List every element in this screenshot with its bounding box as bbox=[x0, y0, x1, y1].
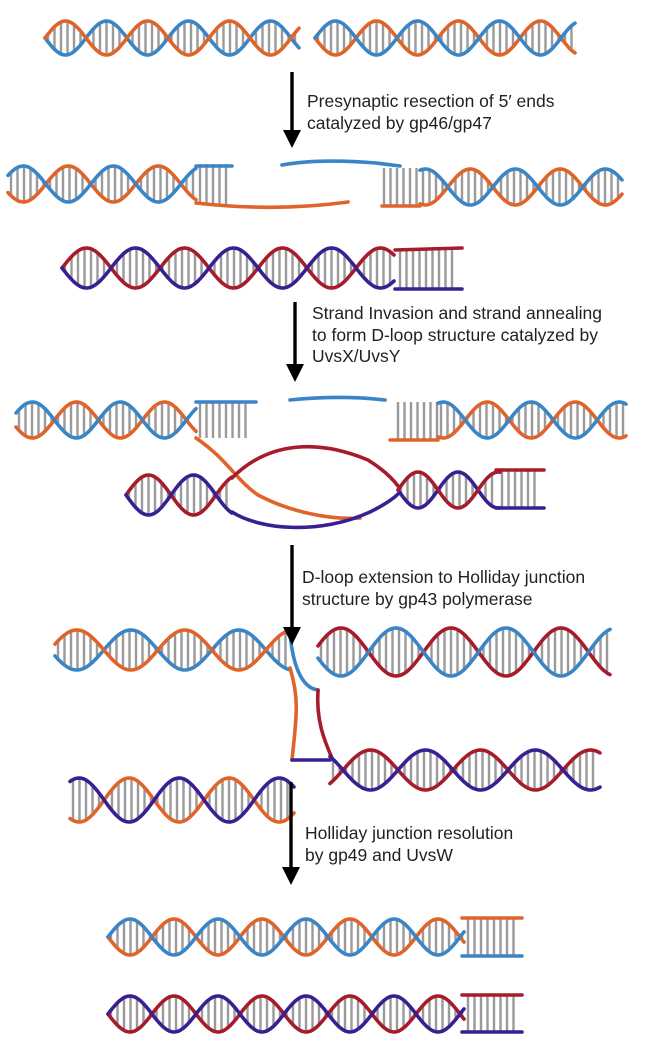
dna-strand bbox=[68, 776, 296, 824]
dna-strand bbox=[106, 994, 466, 1034]
step-label-resection: Presynaptic resection of 5′ ends catalyz… bbox=[307, 91, 554, 134]
step-label-holliday-resolution: Holliday junction resolution by gp49 and… bbox=[305, 823, 513, 866]
dna-strand bbox=[436, 400, 628, 440]
dna-strand bbox=[396, 470, 502, 510]
dna-strand bbox=[328, 748, 602, 792]
dna-strand bbox=[315, 688, 334, 760]
step-label-line: Holliday junction resolution bbox=[305, 823, 514, 843]
down-arrow-head bbox=[282, 867, 300, 885]
dna-strand bbox=[6, 164, 198, 204]
dna-strand bbox=[316, 626, 612, 678]
dna-strand bbox=[124, 473, 234, 517]
dna-strand bbox=[230, 492, 400, 530]
dna-strand bbox=[396, 470, 502, 510]
dna-strand bbox=[43, 19, 301, 57]
dna-strand bbox=[328, 748, 602, 792]
dna-strand bbox=[68, 776, 296, 824]
dna-strand bbox=[316, 626, 612, 678]
step-label-line: Strand Invasion and strand annealing bbox=[312, 303, 602, 323]
step-label-dloop-extension: D-loop extension to Holliday junction st… bbox=[302, 567, 585, 610]
dna-strand bbox=[313, 19, 577, 57]
dna-strand bbox=[230, 445, 400, 488]
dna-strand bbox=[194, 200, 350, 210]
dna-strand bbox=[14, 400, 198, 440]
dna-strand bbox=[43, 19, 301, 57]
dna-strand bbox=[60, 246, 396, 290]
dna-strand bbox=[393, 246, 464, 252]
down-arrow-head bbox=[283, 627, 301, 645]
step-arrows bbox=[282, 72, 304, 885]
dna-strand bbox=[436, 400, 628, 440]
down-arrow-head bbox=[283, 130, 301, 148]
step-label-line: to form D-loop structure catalyzed by bbox=[312, 324, 598, 345]
step-label-line: Presynaptic resection of 5′ ends bbox=[307, 91, 555, 111]
step-label-strand-invasion: Strand Invasion and strand annealing to … bbox=[312, 303, 602, 368]
dna-strand bbox=[194, 436, 362, 521]
dna-strand bbox=[124, 473, 234, 517]
dna-strand bbox=[106, 994, 466, 1034]
dna-strand bbox=[6, 164, 198, 204]
step-label-line: structure by gp43 polymerase bbox=[302, 588, 533, 609]
step-label-line: UvsX/UvsY bbox=[312, 346, 401, 366]
dna-strand bbox=[418, 167, 624, 207]
step-label-line: by gp49 and UvsW bbox=[305, 844, 453, 865]
dna-strand bbox=[14, 400, 198, 440]
dna-strand bbox=[418, 167, 624, 207]
dna-strand bbox=[106, 917, 466, 957]
dna-strand bbox=[280, 159, 402, 168]
dna-strand bbox=[288, 395, 387, 402]
down-arrow-head bbox=[286, 364, 304, 382]
step-label-line: D-loop extension to Holliday junction bbox=[302, 567, 586, 587]
dna-strand bbox=[106, 917, 466, 957]
dna-strand bbox=[53, 628, 291, 672]
dna-strand bbox=[60, 246, 396, 290]
dna-strands bbox=[6, 19, 628, 1034]
dna-strand bbox=[53, 628, 291, 672]
dna-strand bbox=[288, 666, 299, 762]
step-label-line: catalyzed by gp46/gp47 bbox=[307, 112, 492, 133]
dna-strand bbox=[313, 19, 577, 57]
